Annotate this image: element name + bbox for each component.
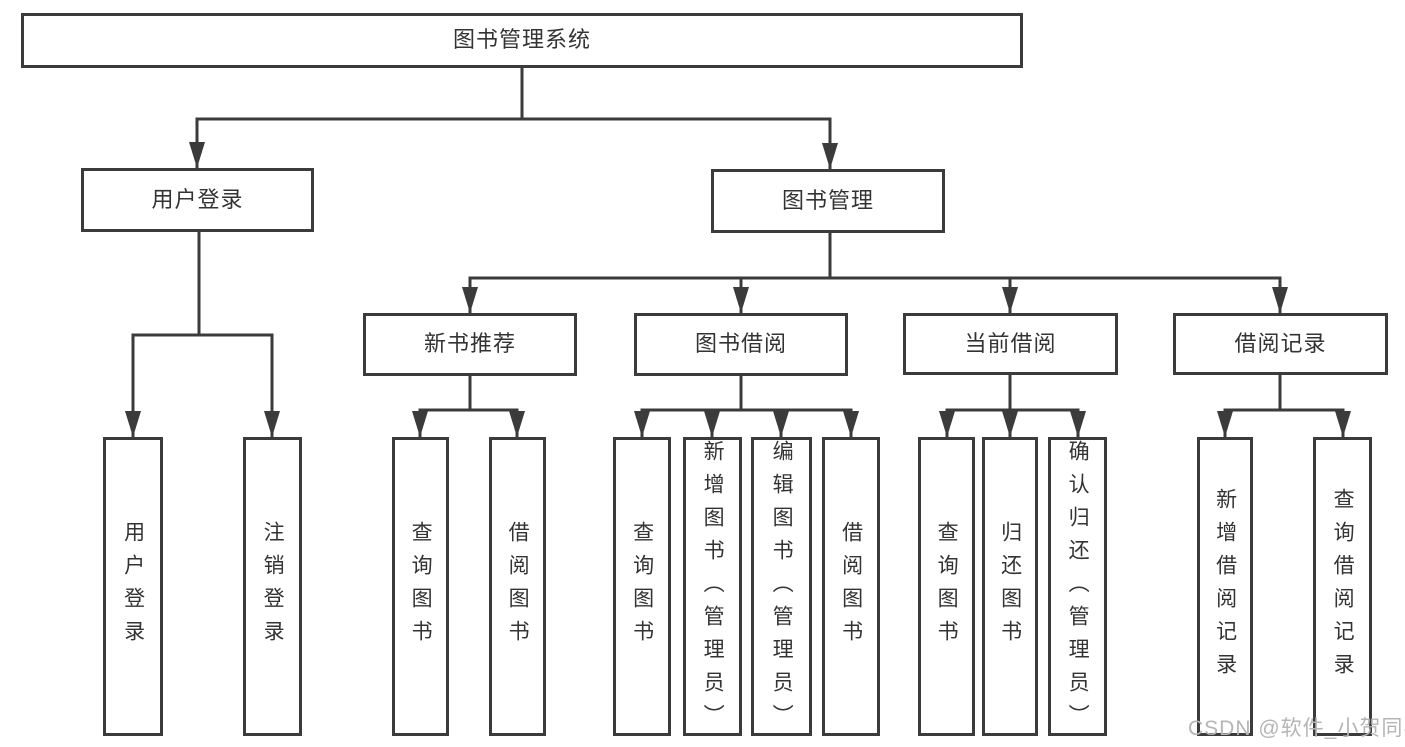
leaf-user-login: 用户登录 <box>103 437 163 736</box>
connector-borrow-record-children <box>1223 375 1345 437</box>
connector-root-to-level2 <box>195 68 832 169</box>
leaf-confirm-return-admin: 确认归还（管理员） <box>1048 437 1107 737</box>
connector-book-borrow-children <box>640 376 853 437</box>
arrowhead-icon <box>634 411 650 437</box>
leaf-logout: 注销登录 <box>243 437 302 736</box>
arrowhead-icon <box>1272 287 1288 313</box>
connector-new-book-children <box>418 376 519 437</box>
arrowhead-icon <box>125 411 141 437</box>
leaf-query-books-recommend: 查询图书 <box>392 437 449 736</box>
leaf-edit-book-admin: 编辑图书（管理员） <box>751 437 812 737</box>
connector-book-management-children <box>468 233 1282 313</box>
node-book-borrowing: 图书借阅 <box>634 313 848 376</box>
watermark: CSDN @软件_小贺同学 <box>1188 717 1405 740</box>
node-book-management: 图书管理 <box>711 169 945 233</box>
arrowhead-icon <box>822 143 838 169</box>
leaf-query-borrow-record: 查询借阅记录 <box>1313 437 1372 736</box>
node-current-borrowing: 当前借阅 <box>903 313 1118 375</box>
node-library-management-system: 图书管理系统 <box>21 13 1023 68</box>
connector-user-login-children <box>131 232 274 437</box>
leaf-return-books: 归还图书 <box>982 437 1038 736</box>
connector-paths <box>131 68 1345 437</box>
arrowhead-icon <box>1335 411 1351 437</box>
arrowhead-icon <box>462 287 478 313</box>
arrowhead-icon <box>773 411 789 437</box>
leaf-borrow-books: 借阅图书 <box>822 437 880 736</box>
arrowhead-icon <box>264 411 280 437</box>
node-new-book-recommend: 新书推荐 <box>363 313 577 376</box>
arrowhead-icon <box>1002 411 1018 437</box>
arrowhead-icon <box>939 411 955 437</box>
node-user-login: 用户登录 <box>81 168 314 232</box>
arrowhead-icon <box>733 287 749 313</box>
arrowhead-icon <box>704 411 720 437</box>
arrowheads <box>125 142 1351 437</box>
arrowhead-icon <box>843 411 859 437</box>
arrowhead-icon <box>1002 287 1018 313</box>
arrowhead-icon <box>1070 411 1086 437</box>
node-borrowing-records: 借阅记录 <box>1173 313 1388 375</box>
arrowhead-icon <box>509 411 525 437</box>
leaf-add-borrow-record: 新增借阅记录 <box>1197 437 1253 736</box>
leaf-query-books-current: 查询图书 <box>918 437 975 736</box>
leaf-query-books-borrow: 查询图书 <box>613 437 671 736</box>
leaf-borrow-books-recommend: 借阅图书 <box>489 437 546 736</box>
leaf-add-book-admin: 新增图书（管理员） <box>683 437 742 737</box>
arrowhead-icon <box>1217 411 1233 437</box>
arrowhead-icon <box>412 411 428 437</box>
arrowhead-icon <box>189 142 205 168</box>
